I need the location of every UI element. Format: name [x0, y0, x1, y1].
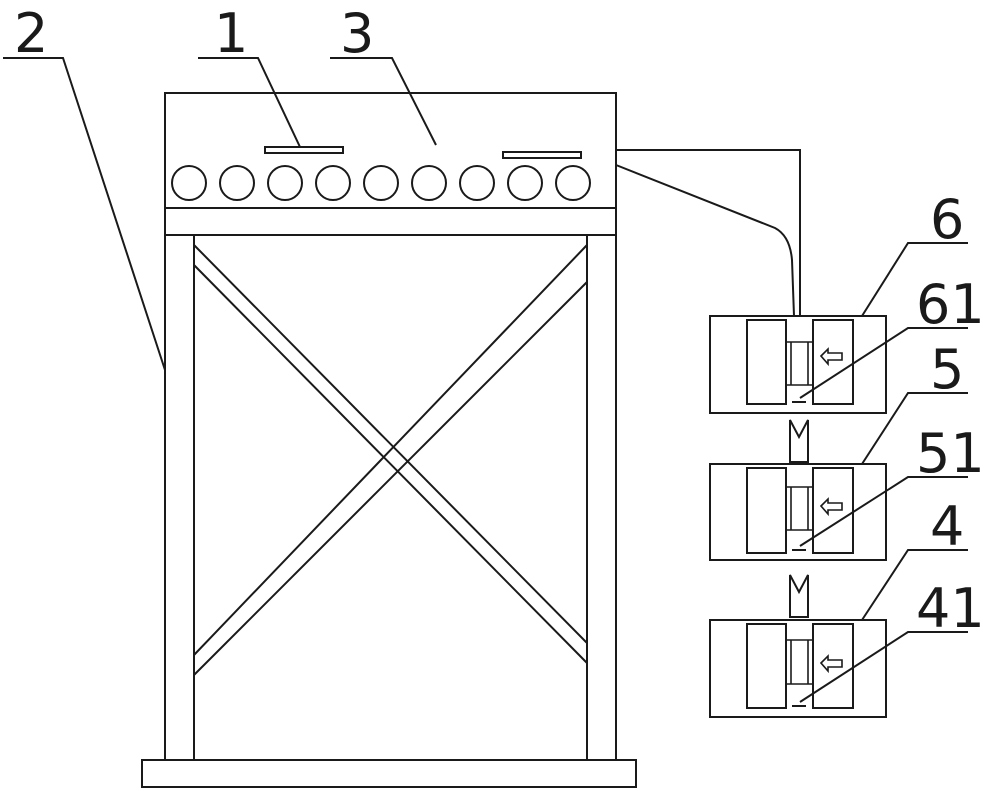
label-41: 41 — [916, 577, 985, 640]
cables — [616, 150, 800, 316]
unit-6-right-block — [813, 320, 853, 404]
unit-5 — [710, 464, 886, 560]
label-61: 61 — [916, 273, 985, 336]
brace-a-1 — [194, 245, 587, 643]
label-2: 2 — [14, 2, 48, 65]
v-die-1 — [790, 420, 808, 462]
brace-a-2 — [194, 265, 587, 663]
unit-4-right-block — [813, 624, 853, 708]
leader-3 — [330, 58, 436, 145]
rollers — [172, 166, 590, 200]
plate-2 — [503, 152, 581, 158]
roller — [364, 166, 398, 200]
roller — [508, 166, 542, 200]
cross-bracing — [194, 245, 587, 675]
unit-4 — [710, 620, 886, 717]
roller — [412, 166, 446, 200]
brace-b-1 — [194, 245, 587, 655]
cable-2 — [616, 165, 794, 316]
roller — [220, 166, 254, 200]
label-6: 6 — [930, 188, 964, 251]
roller-box — [165, 93, 616, 208]
unit-4-housing — [710, 620, 886, 717]
unit-5-housing — [710, 464, 886, 560]
unit-4-left-block — [747, 624, 786, 708]
unit-6-arrow-left-icon — [821, 349, 842, 364]
v-die-2 — [790, 575, 808, 617]
label-4: 4 — [930, 495, 964, 558]
roller — [268, 166, 302, 200]
label-51: 51 — [916, 422, 985, 485]
right-column — [587, 235, 616, 760]
unit-6-housing — [710, 316, 886, 413]
plate-1 — [265, 147, 343, 153]
roller — [556, 166, 590, 200]
brace-b-2 — [194, 282, 587, 675]
base-plate — [142, 760, 636, 787]
leader-2 — [3, 58, 165, 370]
top-beam — [165, 208, 616, 235]
unit-4-arrow-left-icon — [821, 656, 842, 671]
roller — [460, 166, 494, 200]
leader-1 — [198, 58, 300, 147]
roller-housing — [165, 93, 616, 208]
roller — [316, 166, 350, 200]
left-column — [165, 235, 194, 760]
frame — [165, 208, 616, 760]
roller — [172, 166, 206, 200]
unit-5-left-block — [747, 468, 786, 553]
unit-6 — [710, 316, 886, 413]
unit-6-left-block — [747, 320, 786, 404]
leader-lines — [3, 58, 968, 702]
label-1: 1 — [214, 2, 248, 65]
unit-5-arrow-left-icon — [821, 499, 842, 514]
label-5: 5 — [930, 338, 964, 401]
label-3: 3 — [340, 2, 374, 65]
